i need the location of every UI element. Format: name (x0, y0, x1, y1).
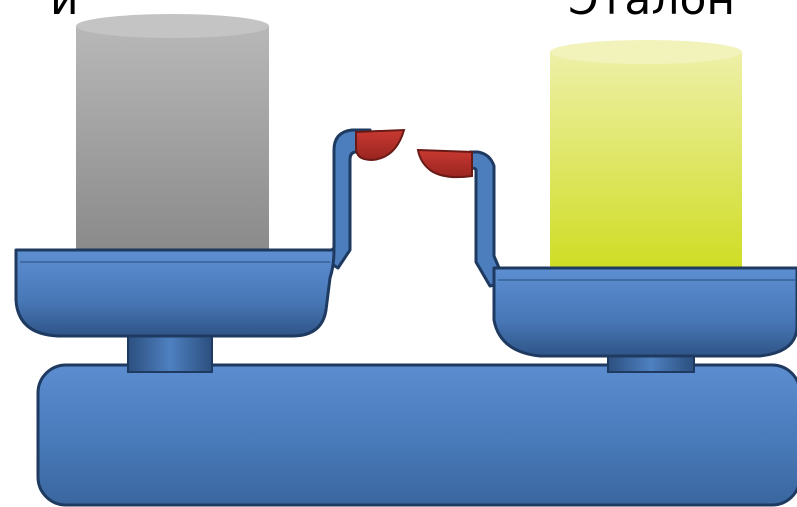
right-pan (494, 268, 797, 356)
scale-base (38, 365, 797, 505)
left-pointer (356, 130, 404, 160)
left-weight (76, 14, 269, 252)
reference-weight-label: Эталон (568, 0, 735, 22)
left-weight-label: и (50, 0, 79, 22)
right-pointer (418, 150, 472, 177)
right-arm (470, 152, 505, 286)
right-weight (550, 40, 742, 278)
left-post (128, 332, 212, 372)
